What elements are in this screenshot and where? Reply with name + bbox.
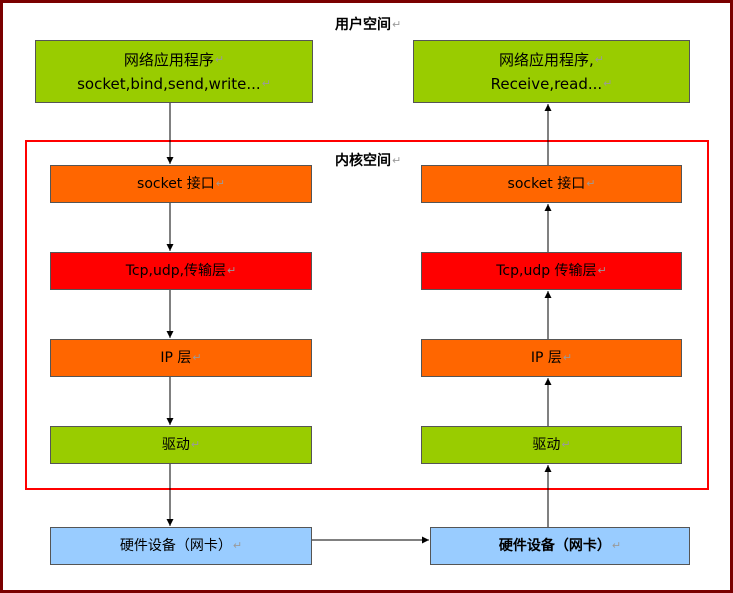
- paragraph-mark: ↵: [561, 438, 571, 451]
- paragraph-mark: ↵: [232, 539, 243, 552]
- paragraph-mark: ↵: [215, 177, 225, 190]
- right-driver-label: 驱动: [532, 437, 561, 453]
- kernel-space-frame: [25, 140, 709, 490]
- right-transport-label: Tcp,udp 传输层: [496, 263, 597, 279]
- paragraph-mark: ↵: [586, 177, 596, 190]
- paragraph-mark: ↵: [594, 52, 604, 66]
- paragraph-mark: ↵: [562, 351, 573, 364]
- right-socket-label: socket 接口: [507, 176, 586, 192]
- left-socket-box: socket 接口↵: [50, 165, 312, 203]
- left-driver-box: 驱动↵: [50, 426, 312, 464]
- kernel-space-label: 内核空间: [335, 153, 391, 169]
- right-hardware-box: 硬件设备（网卡）↵: [430, 527, 690, 565]
- left-socket-label: socket 接口: [137, 176, 215, 192]
- right-app-box: 网络应用程序,↵ Receive,read...↵: [413, 40, 690, 103]
- paragraph-mark: ↵: [392, 153, 402, 167]
- paragraph-mark: ↵: [190, 438, 201, 451]
- paragraph-mark: ↵: [611, 539, 622, 552]
- left-transport-label: Tcp,udp,传输层: [125, 263, 227, 279]
- left-hardware-box: 硬件设备（网卡）↵: [50, 527, 312, 565]
- paragraph-mark: ↵: [192, 351, 202, 364]
- right-app-title: 网络应用程序,: [499, 50, 594, 69]
- paragraph-mark: ↵: [603, 76, 613, 90]
- left-ip-label: IP 层: [160, 350, 192, 366]
- paragraph-mark: ↵: [261, 76, 271, 90]
- left-hardware-label: 硬件设备（网卡）: [119, 538, 232, 554]
- paragraph-mark: ↵: [214, 52, 225, 66]
- paragraph-mark: ↵: [392, 17, 402, 31]
- right-ip-box: IP 层↵: [421, 339, 682, 377]
- left-transport-box: Tcp,udp,传输层↵: [50, 252, 312, 290]
- left-app-title: 网络应用程序: [123, 50, 214, 69]
- left-driver-label: 驱动: [161, 437, 190, 453]
- paragraph-mark: ↵: [227, 264, 237, 277]
- right-ip-label: IP 层: [530, 350, 562, 366]
- user-space-title: 用户空间↵: [335, 14, 401, 34]
- left-app-box: 网络应用程序↵ socket,bind,send,write...↵: [35, 40, 313, 103]
- left-ip-box: IP 层↵: [50, 339, 312, 377]
- right-app-calls: Receive,read...: [490, 74, 603, 93]
- paragraph-mark: ↵: [597, 264, 607, 277]
- right-socket-box: socket 接口↵: [421, 165, 682, 203]
- user-space-label: 用户空间: [335, 17, 391, 33]
- right-hardware-label: 硬件设备（网卡）: [498, 538, 611, 554]
- left-app-calls: socket,bind,send,write...: [77, 74, 261, 93]
- right-transport-box: Tcp,udp 传输层↵: [421, 252, 682, 290]
- right-driver-box: 驱动↵: [421, 426, 682, 464]
- kernel-space-title: 内核空间↵: [335, 150, 401, 170]
